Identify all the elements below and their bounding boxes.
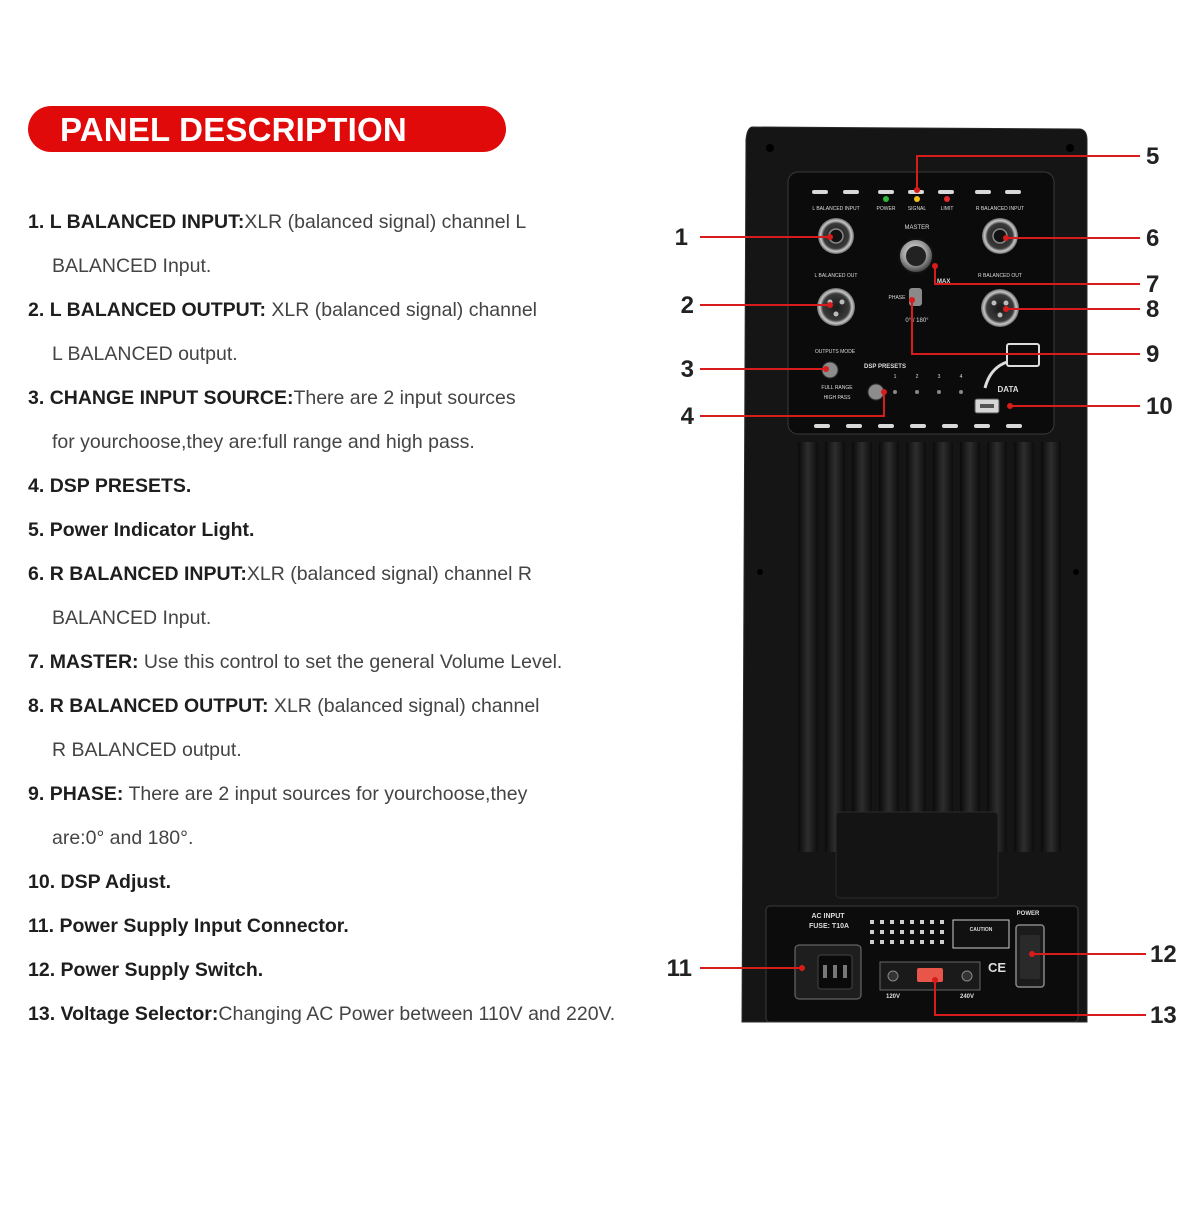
r-balanced-output-jack[interactable]: [981, 289, 1019, 327]
v120-label: 120V: [886, 994, 900, 1000]
jack-pin: [991, 300, 997, 306]
list-item: 10. DSP Adjust.: [28, 871, 172, 893]
list-item: 5. Power Indicator Light.: [28, 519, 255, 541]
caution-label: [952, 919, 1010, 949]
preset-number: 2: [916, 374, 919, 380]
l-output-label: L BALANCED OUT: [815, 273, 858, 279]
fuse-label: FUSE: T10A: [809, 923, 849, 930]
l-balanced-output-jack[interactable]: [817, 288, 855, 326]
jack-pin: [839, 299, 845, 305]
callout-number: 2: [681, 292, 694, 319]
phase-switch[interactable]: [909, 288, 922, 306]
limit-led: [944, 196, 950, 202]
list-item: 4. DSP PRESETS.: [28, 475, 192, 497]
list-item: 2. L BALANCED OUTPUT: XLR (balanced sign…: [28, 299, 538, 365]
page-title: PANEL DESCRIPTION: [60, 111, 407, 148]
screw-icon: [887, 970, 899, 982]
rocker: [1020, 935, 1040, 979]
list-item: 9. PHASE: There are 2 input sources for …: [28, 783, 528, 849]
dsp-presets-label: DSP PRESETS: [864, 364, 906, 370]
callout-number: 12: [1150, 941, 1177, 968]
power-led-label: POWER: [877, 206, 896, 212]
preset-number: 4: [960, 374, 963, 380]
phase-label: PHASE: [889, 295, 907, 301]
callout-number: 3: [681, 356, 694, 383]
list-item: 13. Voltage Selector:Changing AC Power b…: [28, 1003, 616, 1025]
heatsink-fins: [798, 442, 1061, 852]
jack-pin: [833, 311, 839, 317]
callout-number: 10: [1146, 393, 1173, 420]
mount-hole: [1073, 569, 1079, 575]
knob-cap: [906, 246, 926, 266]
callout-number: 9: [1146, 341, 1159, 368]
l-input-label: L BALANCED INPUT: [812, 206, 859, 212]
callout-number: 6: [1146, 225, 1159, 252]
panel-dashes-bottom: [814, 424, 1022, 428]
list-item: 3. CHANGE INPUT SOURCE:There are 2 input…: [28, 387, 516, 453]
callout-number: 5: [1146, 143, 1159, 170]
master-label: MASTER: [904, 225, 930, 231]
preset-number: 1: [894, 374, 897, 380]
mount-hole: [1066, 144, 1074, 152]
callout-number: 11: [667, 955, 692, 982]
usb-slot: [980, 404, 994, 408]
power-led: [883, 196, 889, 202]
ac-input-label: AC INPUT: [811, 913, 845, 920]
list-item: 12. Power Supply Switch.: [28, 959, 264, 981]
callout-lines: [700, 155, 1146, 1016]
power-switch-label: POWER: [1017, 911, 1040, 917]
full-range-label: FULL RANGE: [821, 385, 853, 391]
callout-number: 7: [1146, 271, 1159, 298]
signal-led-label: SIGNAL: [908, 206, 927, 212]
r-input-label: R BALANCED INPUT: [976, 206, 1024, 212]
label-plate: [835, 811, 999, 899]
r-output-label: R BALANCED OUT: [978, 273, 1022, 279]
voltage-selector-switch[interactable]: [917, 968, 943, 982]
data-cable-icon: [983, 360, 1008, 389]
output-mode-label: OUTPUTS MODE: [815, 349, 856, 355]
description-list: 1. L BALANCED INPUT:XLR (balanced signal…: [28, 200, 718, 1036]
v240-label: 240V: [960, 994, 974, 1000]
callout-number: 13: [1150, 1002, 1177, 1029]
high-pass-label: HIGH PASS: [824, 395, 852, 401]
caution-text: CAUTION: [970, 927, 993, 933]
ce-mark: CE: [988, 960, 1006, 975]
phase-values-label: 0° / 180°: [905, 318, 929, 324]
panel-description-banner: PANEL DESCRIPTION: [28, 106, 506, 152]
jack-pin: [1003, 300, 1009, 306]
limit-led-label: LIMIT: [941, 206, 954, 212]
signal-led: [914, 196, 920, 202]
callout-number: 1: [675, 224, 688, 251]
preset-number: 3: [938, 374, 941, 380]
callout-dots: [799, 187, 1035, 983]
max-label: MAX: [937, 279, 950, 285]
data-label: DATA: [997, 385, 1018, 394]
list-item: 8. R BALANCED OUTPUT: XLR (balanced sign…: [28, 695, 540, 761]
list-item: 7. MASTER: Use this control to set the g…: [28, 651, 563, 673]
vent-grid: [870, 920, 944, 944]
list-item: 6. R BALANCED INPUT:XLR (balanced signal…: [28, 563, 532, 629]
mount-hole: [766, 144, 774, 152]
list-item: 1. L BALANCED INPUT:XLR (balanced signal…: [28, 211, 527, 277]
jack-pin: [997, 312, 1003, 318]
preset-indicators: 1 2 3 4: [893, 374, 963, 394]
callout-number: 4: [681, 403, 695, 430]
screw-icon: [961, 970, 973, 982]
callout-number: 8: [1146, 296, 1159, 323]
list-item: 11. Power Supply Input Connector.: [28, 915, 349, 937]
mount-hole: [757, 569, 763, 575]
